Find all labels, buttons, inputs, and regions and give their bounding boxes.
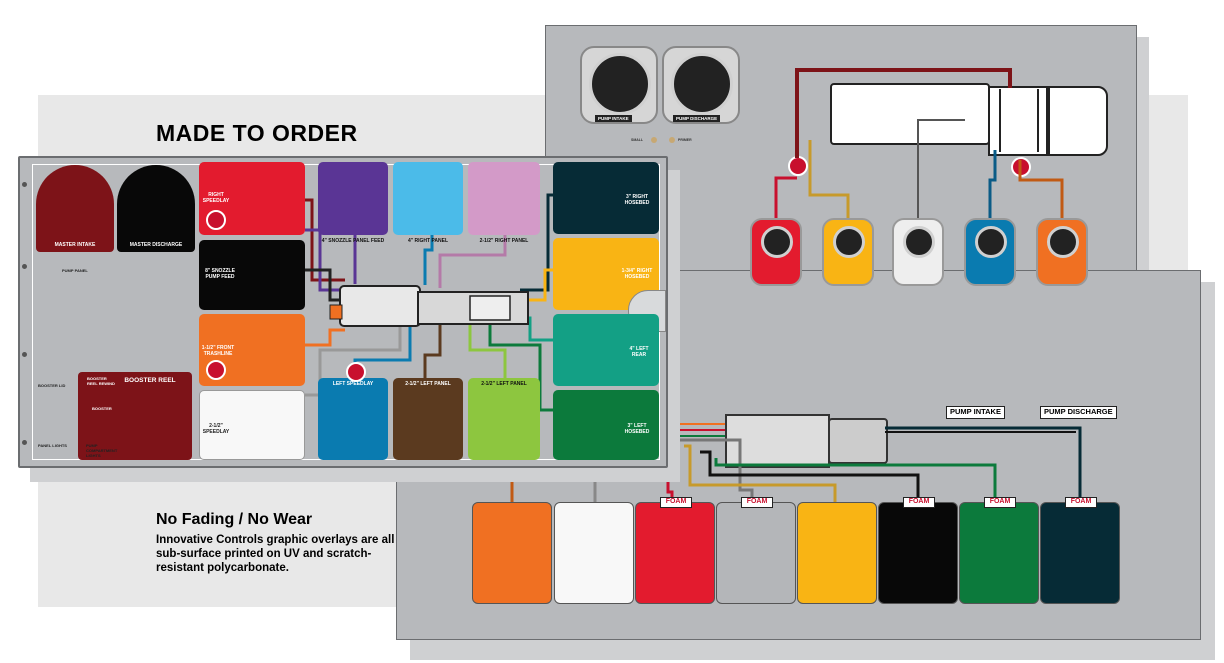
- left-speedlay-label: LEFT SPEEDLAY: [332, 381, 374, 387]
- bottom-tile: [959, 502, 1039, 604]
- bottom-tile: [878, 502, 958, 604]
- bottom-tile: [472, 502, 552, 604]
- foam-label: FOAM: [1065, 497, 1097, 508]
- master-intake-base: [36, 204, 114, 252]
- booster-sub: BOOSTER: [92, 406, 112, 411]
- left-panel-212-b-label: 2-1/2" LEFT PANEL: [481, 381, 527, 387]
- right-hosebed-134-label: 1-3/4" RIGHT HOSEBED: [621, 268, 653, 280]
- tile-left-panel-212: [393, 378, 463, 460]
- small-gauge-orange: [1036, 218, 1088, 286]
- speedlay-label: 2-1/2" SPEEDLAY: [202, 423, 230, 435]
- tile-snozzle-panel-feed: [318, 162, 388, 235]
- small-gauge-white: [892, 218, 944, 286]
- tile-left-panel-212-b: [468, 378, 540, 460]
- badge-left-2: [206, 360, 226, 380]
- intake-gauge: [580, 46, 658, 124]
- small-knob-1[interactable]: [651, 137, 657, 143]
- pump-panel-label: PUMP PANEL: [62, 268, 88, 273]
- bottom-tile: [554, 502, 634, 604]
- front-trashline-label: 1-1/2" FRONT TRASHLINE: [201, 345, 235, 357]
- no-fading-description: Innovative Controls graphic overlays are…: [156, 534, 395, 574]
- no-fading-title: No Fading / No Wear: [156, 511, 313, 528]
- master-intake-label: MASTER INTAKE: [54, 242, 96, 248]
- right-speedlay-label: RIGHT SPEEDLAY: [202, 192, 230, 204]
- pump-assembly-cap: [828, 418, 888, 464]
- tile-left-speedlay: [318, 378, 388, 460]
- page-title: MADE TO ORDER: [156, 120, 358, 146]
- tile-right-hosebed-3: [553, 162, 659, 234]
- truck-body-top: [830, 83, 990, 145]
- small-gauge-yellow: [822, 218, 874, 286]
- truck-front-top: [1048, 86, 1108, 156]
- booster-lid-label: BOOSTER LID: [38, 383, 66, 388]
- booster-reel-label: BOOSTER REEL: [124, 377, 176, 384]
- small-knob-2[interactable]: [669, 137, 675, 143]
- tile-left-rear-4: [553, 314, 659, 386]
- master-discharge-label: MASTER DISCHARGE: [129, 242, 183, 248]
- small-knob-label-1: SMALL: [631, 138, 644, 142]
- bottom-tile: [797, 502, 877, 604]
- tile-right-panel-212: [468, 162, 540, 235]
- rivet-4: [22, 440, 27, 445]
- discharge-gauge-label: PUMP DISCHARGE: [673, 115, 721, 122]
- booster-reel-rewind: BOOSTER REEL REWIND: [87, 376, 115, 386]
- bottom-tile: [716, 502, 796, 604]
- rivet-1: [22, 182, 27, 187]
- tile-left-hosebed-3: [553, 390, 659, 460]
- foam-label: FOAM: [741, 497, 773, 508]
- pump-discharge-label: PUMP DISCHARGE: [1040, 406, 1117, 419]
- panel-lights-label: PANEL LIGHTS: [38, 443, 67, 448]
- foam-label: FOAM: [660, 497, 692, 508]
- badge-left-1: [206, 210, 226, 230]
- tile-snozzle-pump-feed: [199, 240, 305, 310]
- tile-right-panel-4: [393, 162, 463, 235]
- foam-label: FOAM: [903, 497, 935, 508]
- tile-speedlay: [199, 390, 305, 460]
- small-gauge-red: [750, 218, 802, 286]
- left-panel-212-label: 2-1/2" LEFT PANEL: [405, 381, 451, 387]
- pump-assembly: [725, 414, 830, 468]
- foam-label: FOAM: [984, 497, 1016, 508]
- right-hosebed-3-label: 3" RIGHT HOSEBED: [624, 194, 650, 206]
- rivet-3: [22, 352, 27, 357]
- intake-gauge-label: PUMP INTAKE: [595, 115, 632, 122]
- bottom-tile: [1040, 502, 1120, 604]
- booster-reel-tile: [78, 372, 192, 460]
- discharge-gauge: [662, 46, 740, 124]
- right-panel-4-label: 4" RIGHT PANEL: [407, 238, 449, 244]
- badge-left-3: [346, 362, 366, 382]
- small-knob-label-2: PRIMER: [678, 138, 692, 142]
- rivet-2: [22, 264, 27, 269]
- left-hosebed-3-label: 3" LEFT HOSEBED: [624, 423, 650, 435]
- right-panel-212-label: 2-1/2" RIGHT PANEL: [479, 238, 529, 244]
- small-gauge-blue: [964, 218, 1016, 286]
- master-discharge-base: [117, 204, 195, 252]
- left-rear-4-label: 4" LEFT REAR: [629, 346, 649, 358]
- snozzle-pump-feed-label: 8" SNOZZLE PUMP FEED: [205, 268, 235, 280]
- pump-intake-label: PUMP INTAKE: [946, 406, 1005, 419]
- snozzle-panel-feed-label: 4" SNOZZLE PANEL FEED: [321, 238, 385, 244]
- pump-compartment-lights-label: PUMP COMPARTMENT LIGHTS: [86, 443, 118, 458]
